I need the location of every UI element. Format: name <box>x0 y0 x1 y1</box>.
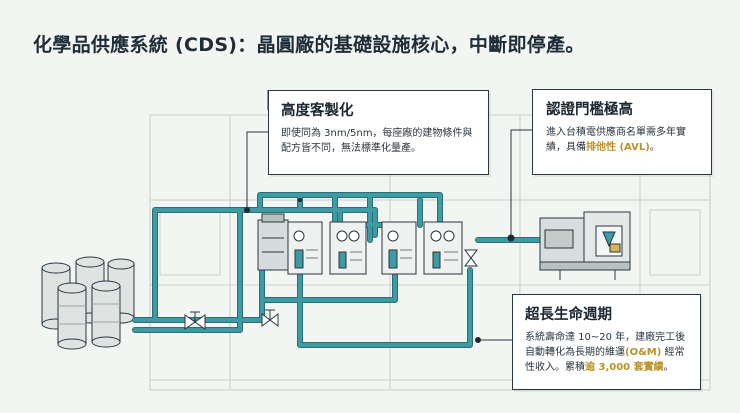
callout-body: 即使同為 3nm/5nm，每座廠的建物條件與配方皆不同，無法標準化量產。 <box>281 128 473 154</box>
body-text: 系統壽命達 10~20 年，建廠完工後自動轉化為長期的維運 <box>525 332 686 358</box>
callout-lifecycle: 超長生命週期 系統壽命達 10~20 年，建廠完工後自動轉化為長期的維運(O&M… <box>512 294 701 390</box>
callout-heading: 認證門檻極高 <box>546 102 633 118</box>
highlight-text: 逾 3,000 套實績 <box>585 362 664 373</box>
cabinet-icon <box>287 221 463 275</box>
node-icon <box>244 198 515 343</box>
page-title: 化學品供應系統 (CDS)：晶圓廠的基礎設施核心，中斷即停產。 <box>33 34 585 56</box>
callout-heading: 超長生命週期 <box>525 307 612 323</box>
pump-icon <box>257 213 289 271</box>
callout-body: 進入台積電供應商名單需多年實績，具備排他性 (AVL)。 <box>546 125 698 155</box>
body-text: 。 <box>663 362 674 373</box>
callout-certification: 認證門檻極高 進入台積電供應商名單需多年實績，具備排他性 (AVL)。 <box>532 89 712 175</box>
callout-customization: 高度客製化 即使同為 3nm/5nm，每座廠的建物條件與配方皆不同，無法標準化量… <box>268 90 489 175</box>
machine-icon <box>539 211 631 280</box>
valve-icon <box>184 249 478 330</box>
body-text: 進入台積電供應商名單需多年實績，具備 <box>546 127 686 153</box>
callout-body: 系統壽命達 10~20 年，建廠完工後自動轉化為長期的維運(O&M) 經常性收入… <box>525 330 688 375</box>
drum-icon <box>41 256 135 350</box>
callout-heading: 高度客製化 <box>281 103 354 119</box>
highlight-text: (O&M) <box>625 347 662 358</box>
body-text: 。 <box>649 142 660 153</box>
highlight-text: 排他性 (AVL) <box>586 142 650 153</box>
body-text: 經常性收入。累積 <box>525 347 685 373</box>
